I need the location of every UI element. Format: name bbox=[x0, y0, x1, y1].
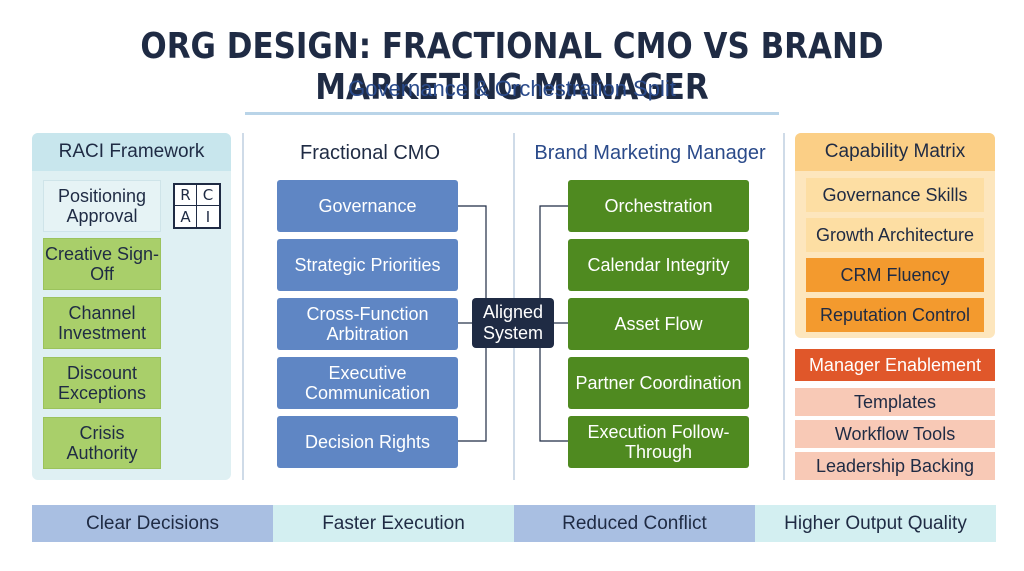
column-divider-right bbox=[783, 133, 785, 480]
capability-governance-skills: Governance Skills bbox=[806, 178, 984, 212]
outcome-reduced-conflict: Reduced Conflict bbox=[514, 505, 755, 542]
column-divider-left bbox=[242, 133, 244, 480]
page-subtitle: Governance & Orchestration Split bbox=[348, 76, 676, 101]
raci-heading: RACI Framework bbox=[32, 133, 231, 171]
cmo-item-governance: Governance bbox=[277, 180, 458, 232]
bmm-item-asset-flow: Asset Flow bbox=[568, 298, 749, 350]
enablement-templates: Templates bbox=[795, 388, 995, 416]
capability-growth-architecture: Growth Architecture bbox=[806, 218, 984, 252]
raci-grid-i: I bbox=[205, 207, 211, 226]
capability-heading: Capability Matrix bbox=[795, 133, 995, 171]
title-divider bbox=[245, 112, 779, 115]
outcome-faster-execution: Faster Execution bbox=[273, 505, 514, 542]
capability-reputation-control: Reputation Control bbox=[806, 298, 984, 332]
raci-grid-r: R bbox=[175, 185, 197, 206]
cmo-heading: Fractional CMO bbox=[299, 142, 441, 164]
bmm-item-execution-follow-through: Execution Follow-Through bbox=[568, 416, 749, 468]
bmm-item-partner-coordination: Partner Coordination bbox=[568, 357, 749, 409]
bmm-item-calendar-integrity: Calendar Integrity bbox=[568, 239, 749, 291]
cmo-item-strategic-priorities: Strategic Priorities bbox=[277, 239, 458, 291]
cmo-item-cross-function-arbitration: Cross-Function Arbitration bbox=[277, 298, 458, 350]
raci-item-channel-investment: Channel Investment bbox=[43, 297, 161, 349]
page-title: ORG DESIGN: FRACTIONAL CMO VS BRAND MARK… bbox=[140, 26, 884, 108]
bmm-item-orchestration: Orchestration bbox=[568, 180, 749, 232]
bmm-heading: Brand Marketing Manager bbox=[534, 142, 766, 164]
enablement-workflow-tools: Workflow Tools bbox=[795, 420, 995, 448]
capability-crm-fluency: CRM Fluency bbox=[806, 258, 984, 292]
raci-grid-c: C bbox=[197, 185, 219, 206]
cmo-item-decision-rights: Decision Rights bbox=[277, 416, 458, 468]
cmo-item-executive-communication: Executive Communication bbox=[277, 357, 458, 409]
enablement-leadership-backing: Leadership Backing bbox=[795, 452, 995, 480]
manager-enablement-header: Manager Enablement bbox=[795, 349, 995, 381]
raci-item-positioning-approval: Positioning Approval bbox=[43, 180, 161, 232]
raci-item-crisis-authority: Crisis Authority bbox=[43, 417, 161, 469]
raci-item-creative-sign-off: Creative Sign-Off bbox=[43, 238, 161, 290]
raci-item-discount-exceptions: Discount Exceptions bbox=[43, 357, 161, 409]
outcome-higher-output-quality: Higher Output Quality bbox=[755, 505, 996, 542]
raci-grid-icon: R C A I bbox=[173, 183, 221, 229]
outcome-clear-decisions: Clear Decisions bbox=[32, 505, 273, 542]
aligned-system-hub: Aligned System bbox=[472, 298, 554, 348]
raci-grid-a: A bbox=[175, 206, 197, 227]
